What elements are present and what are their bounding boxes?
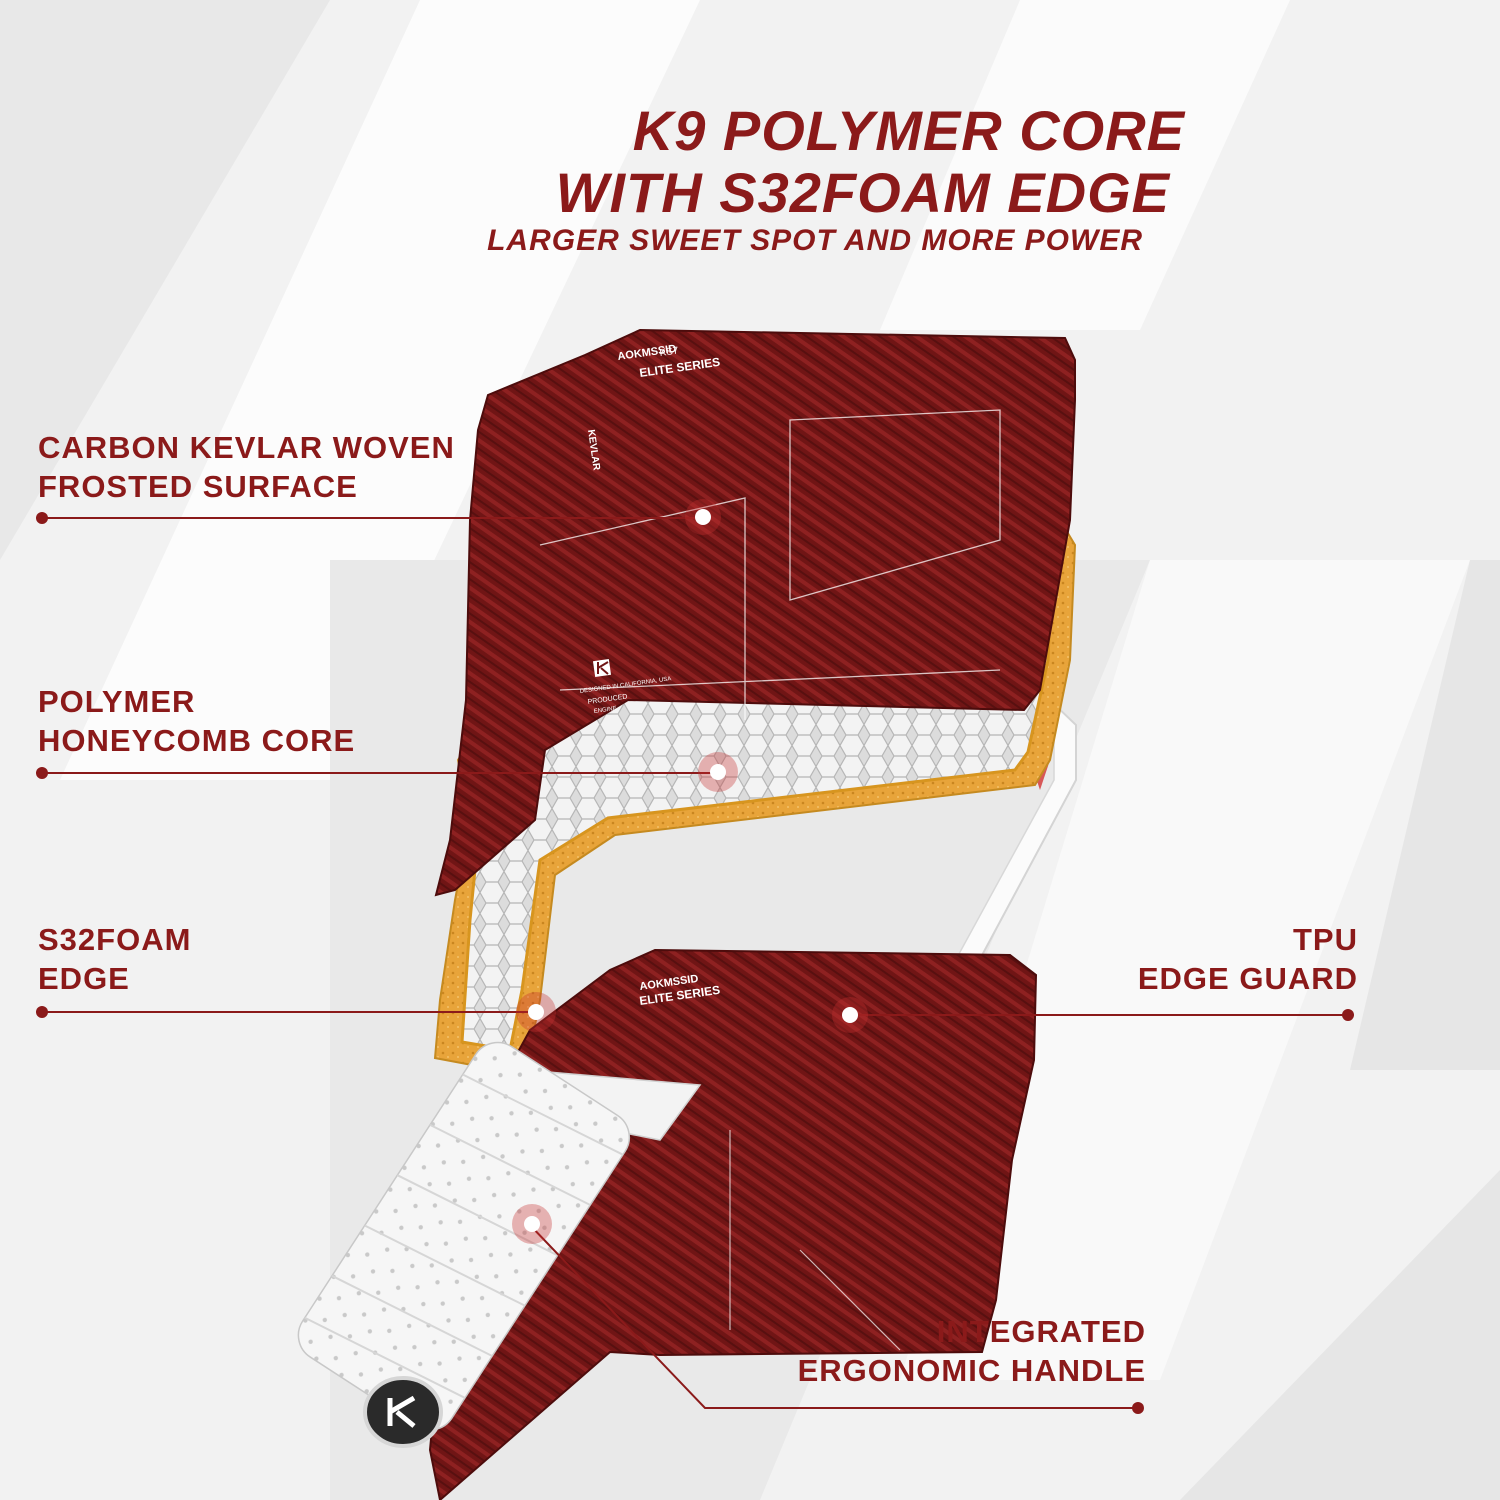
foam-marker: [516, 992, 556, 1032]
front-logo-icon: [592, 658, 612, 678]
handle: [297, 1041, 702, 1448]
front-engine-print: ENGINE: [593, 706, 617, 715]
front-carbon-face: AOKMSSID KS7 ELITE SERIES KEVLAR DESIGNE…: [434, 328, 1076, 897]
callout-label-line: EDGE: [38, 961, 130, 996]
callout-label-line: CARBON KEVLAR WOVEN: [38, 430, 455, 465]
callout-label-line: INTEGRATED: [936, 1314, 1146, 1349]
callout-label-line: S32FOAM: [38, 922, 192, 957]
callout-honeycomb-core: POLYMER HONEYCOMB CORE: [38, 682, 355, 760]
headline-line-2: WITH S32FOAM EDGE: [555, 161, 1170, 224]
callout-foam-edge: S32FOAM EDGE: [38, 920, 191, 998]
callout-label-line: FROSTED SURFACE: [38, 469, 358, 504]
tpu-marker: [832, 997, 868, 1033]
callout-label-line: HONEYCOMB CORE: [38, 723, 356, 758]
callout-carbon-surface: CARBON KEVLAR WOVEN FROSTED SURFACE: [38, 428, 455, 506]
core-marker: [698, 752, 738, 792]
callout-ergonomic-handle: INTEGRATED ERGONOMIC HANDLE: [798, 1312, 1146, 1390]
handle-marker: [512, 1204, 552, 1244]
callout-tpu-edge-guard: TPU EDGE GUARD: [1138, 920, 1358, 998]
subheadline: LARGER SWEET SPOT AND MORE POWER: [487, 224, 1143, 257]
callout-leaders: [42, 517, 1348, 1409]
callout-target-markers: [512, 499, 868, 1244]
callout-label-line: ERGONOMIC HANDLE: [797, 1353, 1146, 1388]
callout-label-line: POLYMER: [38, 684, 196, 719]
callout-start-dots: [36, 512, 1354, 1414]
surface-marker: [685, 499, 721, 535]
butt-cap-logo-icon: [363, 1376, 443, 1448]
headline-line-1: K9 POLYMER CORE: [632, 99, 1185, 162]
callout-label-line: EDGE GUARD: [1137, 961, 1358, 996]
callout-label-line: TPU: [1293, 922, 1358, 957]
front-model-print: KS7: [659, 345, 680, 359]
